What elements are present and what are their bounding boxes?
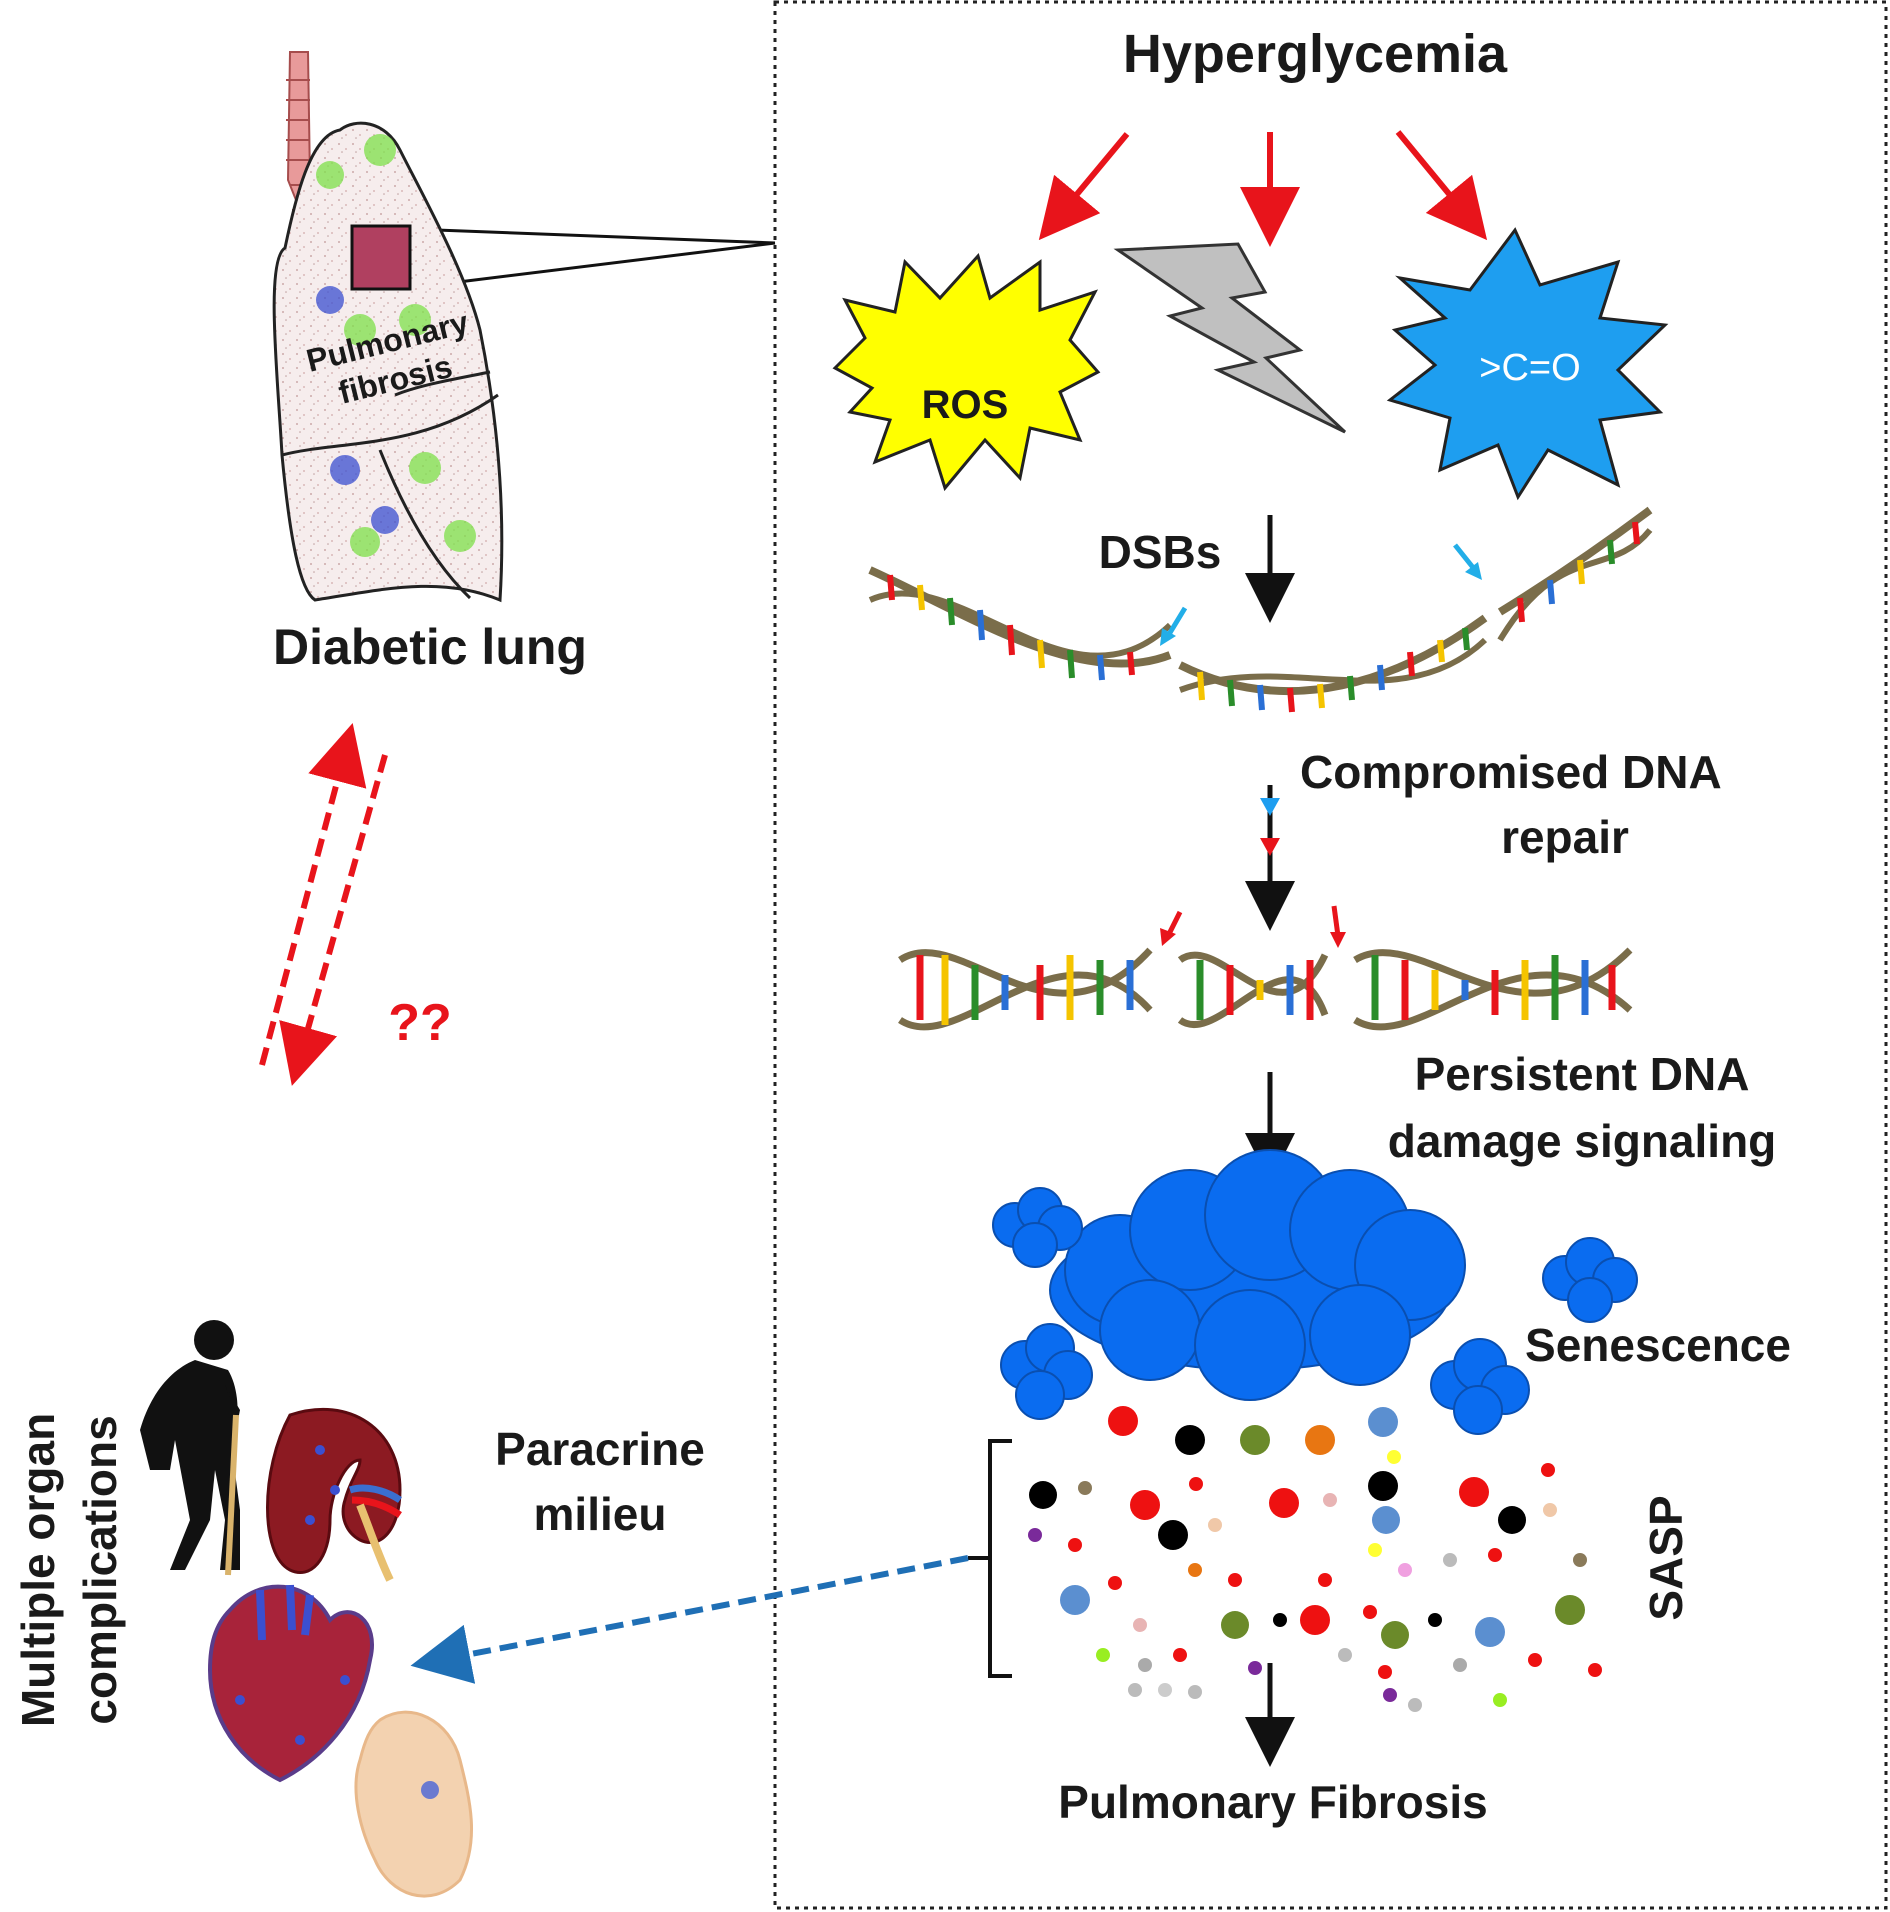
fragment-red-arrowhead-left — [1160, 928, 1176, 946]
question-marks: ?? — [388, 994, 452, 1052]
dsbs-label: DSBs — [1099, 526, 1222, 578]
lung-lesion-spots — [316, 134, 476, 557]
zoom-connector — [409, 227, 776, 290]
arrow-to-ros — [1038, 132, 1130, 241]
repair-red-marker — [1260, 838, 1280, 856]
carbonyl-burst: >C=O — [1386, 227, 1669, 501]
kidney-icon — [266, 1407, 402, 1582]
dna-strand-damaged — [868, 506, 1653, 713]
mechanism-panel-frame — [773, 0, 1888, 1910]
senescence-clouds — [992, 1149, 1638, 1435]
ros-label: ROS — [922, 383, 1009, 427]
sasp-particles — [1028, 1406, 1602, 1712]
paracrine-label-line1: Paracrine — [495, 1423, 705, 1475]
multiple-organ-label-line2: complications — [74, 1415, 126, 1724]
lung-outline — [272, 121, 504, 603]
paracrine-label-line2: milieu — [534, 1488, 667, 1540]
repair-blue-marker — [1260, 798, 1280, 816]
carbonyl-label: >C=O — [1479, 347, 1580, 389]
lung-zoom-box — [350, 224, 412, 291]
dsb-break-arrow-right — [1453, 543, 1477, 572]
multiple-organ-label-line1: Multiple organ — [12, 1413, 64, 1727]
dna-strand-fragmented — [898, 947, 1633, 1031]
lightning-bolt-icon — [1113, 242, 1347, 434]
small-cloud-left — [1000, 1323, 1093, 1420]
pulmonary-fibrosis-label: Pulmonary Fibrosis — [1058, 1776, 1487, 1828]
dsb-break-arrowhead-left — [1160, 628, 1176, 646]
main-cloud — [1049, 1149, 1466, 1401]
sasp-bracket — [968, 1439, 1012, 1678]
small-cloud-lowright — [1430, 1338, 1530, 1435]
diabetic-lung-label: Diabetic lung — [273, 619, 587, 675]
lung-illustration: Pulmonary fibrosis — [272, 51, 504, 603]
small-cloud-topleft — [992, 1187, 1083, 1268]
dsb-break-arrowhead-right — [1465, 562, 1482, 580]
sasp-label: SASP — [1640, 1495, 1692, 1620]
elderly-person-icon — [140, 1320, 240, 1576]
senescence-label: Senescence — [1525, 1319, 1791, 1371]
arrow-to-carbonyl — [1395, 130, 1488, 241]
paracrine-arrow — [410, 1555, 969, 1684]
persistent-signaling-label-line2: damage signaling — [1388, 1115, 1777, 1167]
arrow-down-to-organs — [279, 754, 388, 1086]
compromised-repair-label-line2: repair — [1501, 811, 1629, 863]
persistent-signaling-label-line1: Persistent DNA — [1415, 1048, 1750, 1100]
ros-burst: ROS — [832, 252, 1101, 492]
heart-icon — [207, 1584, 374, 1783]
compromised-repair-label-line1: Compromised DNA — [1300, 746, 1722, 798]
organ-tissue-icon — [354, 1710, 474, 1898]
small-cloud-right — [1542, 1237, 1638, 1323]
arrow-up-to-lung — [259, 723, 367, 1066]
hyperglycemia-arrows — [1038, 130, 1488, 247]
dsb-break-arrow-left — [1165, 606, 1188, 638]
hyperglycemia-label: Hyperglycemia — [1123, 24, 1508, 84]
fragment-red-arrowhead-right — [1330, 932, 1346, 948]
fragment-red-arrow-right — [1331, 905, 1341, 937]
